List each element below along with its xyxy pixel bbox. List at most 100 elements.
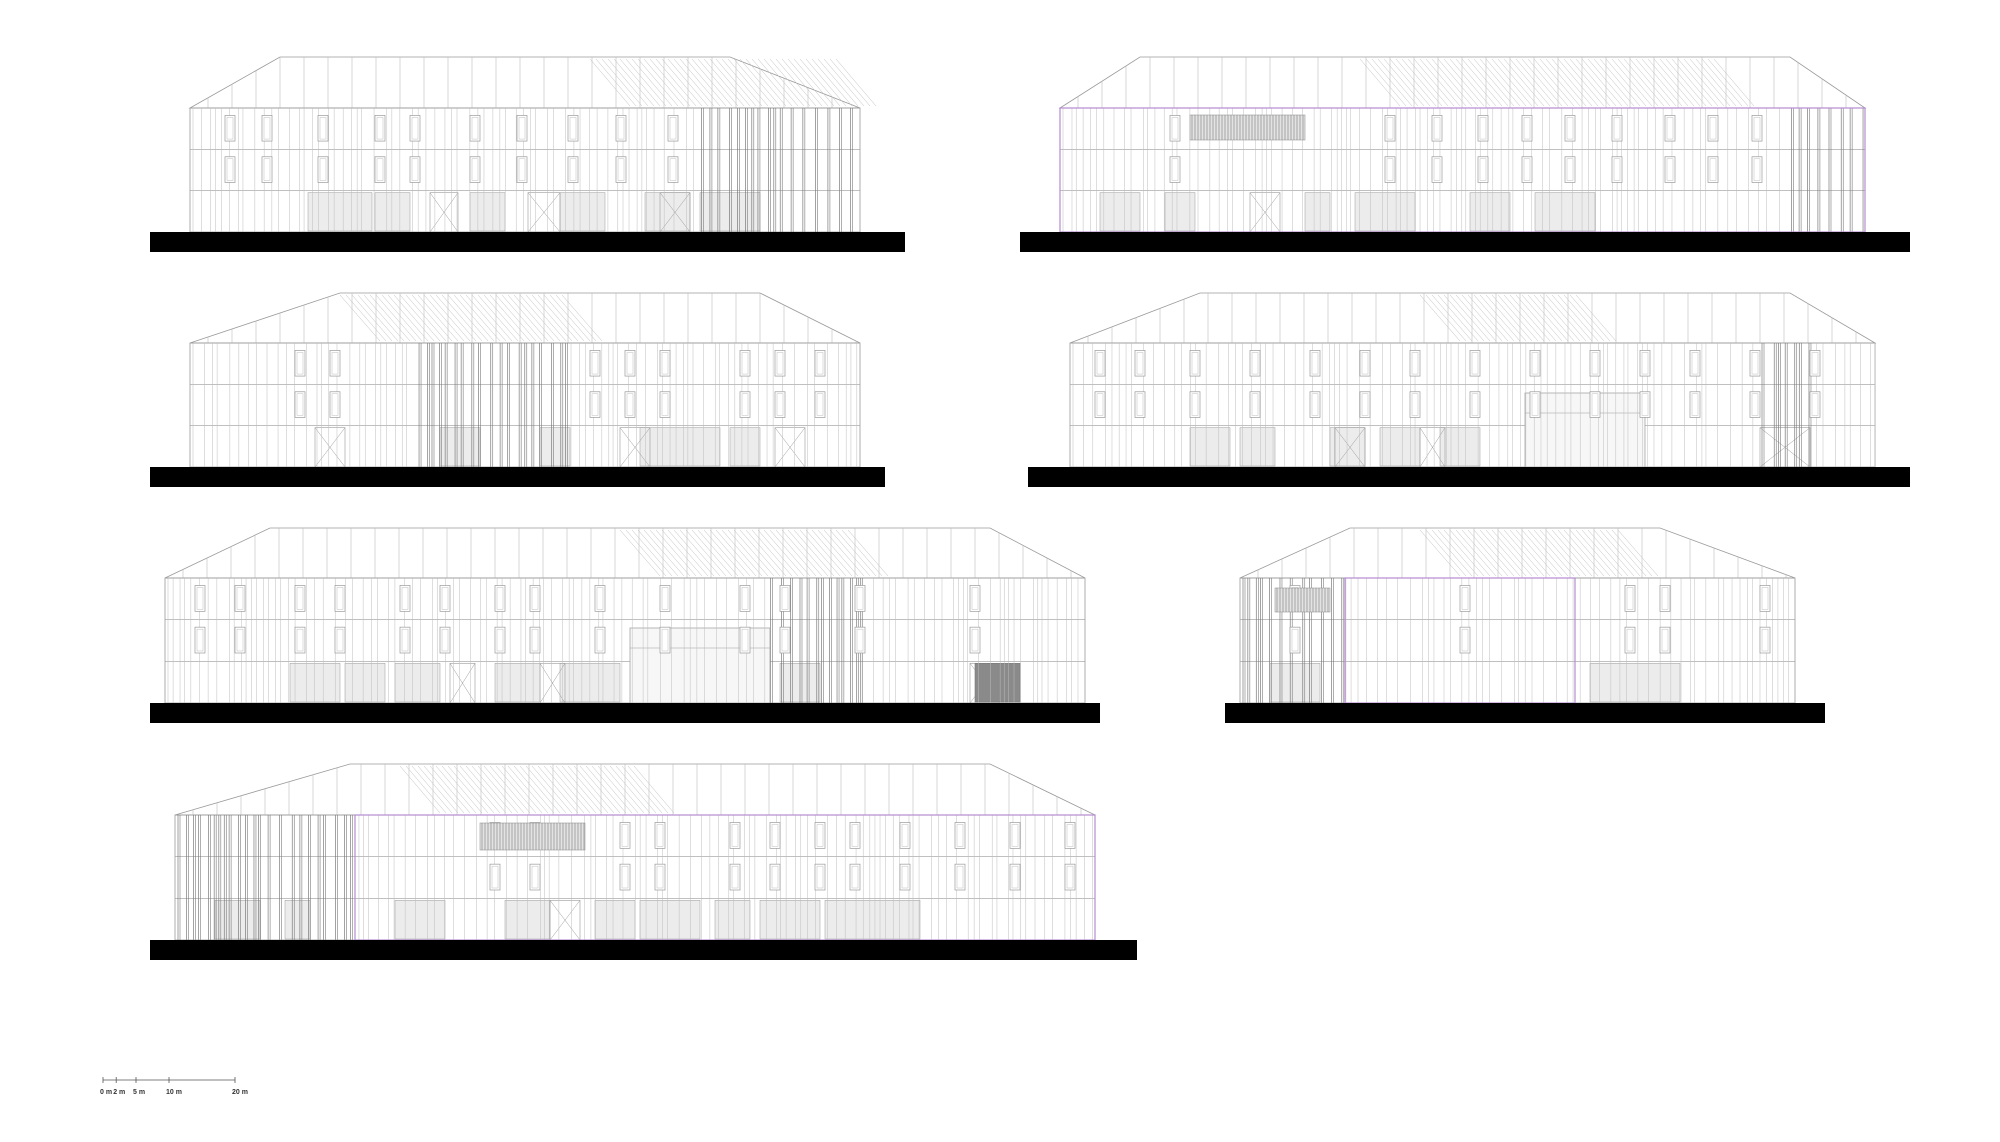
window bbox=[1169, 156, 1181, 183]
window bbox=[224, 156, 236, 183]
window bbox=[594, 626, 606, 654]
window-frame bbox=[336, 587, 344, 610]
window-frame bbox=[971, 587, 979, 610]
window-frame bbox=[1709, 117, 1717, 140]
window bbox=[774, 391, 786, 418]
window-frame bbox=[1751, 352, 1759, 375]
window-frame bbox=[781, 628, 789, 652]
window bbox=[729, 822, 741, 849]
roof-hatch-line bbox=[399, 294, 441, 342]
roof-hatch-line bbox=[679, 58, 721, 107]
roof-hatch-line bbox=[1593, 58, 1635, 107]
ground-slab bbox=[150, 467, 885, 487]
roof-hatch-line bbox=[1623, 58, 1665, 107]
roof-hatch-line bbox=[1557, 294, 1599, 342]
window-frame bbox=[901, 824, 909, 847]
roof-hatch-line bbox=[1545, 294, 1587, 342]
roof-hatch-line bbox=[805, 58, 847, 107]
roof-hatch-line bbox=[495, 294, 537, 342]
window-frame bbox=[1761, 587, 1769, 610]
window-frame bbox=[1251, 352, 1259, 375]
roof-hatch-line bbox=[381, 294, 423, 342]
roof-outline bbox=[1058, 56, 1867, 109]
roof-hatch-line bbox=[1419, 58, 1461, 107]
roof-hatch-line bbox=[643, 529, 685, 577]
roof-hatch-line bbox=[555, 294, 597, 342]
roof-hatch-line bbox=[829, 529, 871, 577]
window bbox=[439, 585, 451, 612]
roof-hatch-line bbox=[811, 529, 853, 577]
window-frame bbox=[296, 393, 304, 416]
window-frame bbox=[771, 824, 779, 847]
window-frame bbox=[1666, 117, 1674, 140]
window bbox=[567, 115, 579, 142]
window bbox=[1759, 626, 1771, 654]
ground-floor-glazing bbox=[1379, 427, 1421, 467]
roof-hatch-line bbox=[829, 58, 871, 107]
roof-hatch-line bbox=[649, 58, 691, 107]
window-frame bbox=[1531, 352, 1539, 375]
window bbox=[374, 115, 386, 142]
window bbox=[624, 350, 636, 377]
ground-floor-glazing bbox=[539, 427, 571, 467]
window bbox=[516, 156, 528, 183]
window-frame bbox=[518, 158, 526, 181]
roof-hatch-line bbox=[465, 765, 507, 814]
roof-hatch-line bbox=[1533, 58, 1575, 107]
roof-hatch-line bbox=[823, 529, 865, 577]
window-frame bbox=[196, 628, 204, 652]
roof-hatch-line bbox=[1389, 58, 1431, 107]
window-frame bbox=[331, 393, 339, 416]
roof-hatch-line bbox=[471, 294, 513, 342]
window bbox=[654, 822, 666, 849]
elevation-7 bbox=[150, 763, 1137, 960]
window-frame bbox=[661, 352, 669, 375]
roof-hatch-line bbox=[1455, 58, 1497, 107]
window-frame bbox=[1471, 352, 1479, 375]
window bbox=[1707, 156, 1719, 183]
window bbox=[1639, 350, 1651, 377]
roof-hatch-line bbox=[1371, 58, 1413, 107]
window-frame bbox=[296, 587, 304, 610]
roof-hatch-line bbox=[1431, 58, 1473, 107]
roof-hatch-line bbox=[549, 294, 591, 342]
roof-hatch-line bbox=[1557, 529, 1599, 577]
window bbox=[1659, 626, 1671, 654]
window bbox=[899, 863, 911, 891]
door-brace bbox=[1334, 427, 1366, 468]
window bbox=[317, 156, 329, 183]
roof-hatch-line bbox=[685, 529, 727, 577]
roof-hatch-line bbox=[495, 765, 537, 814]
roof-hatch-line bbox=[1713, 58, 1755, 107]
roof-hatch-line bbox=[441, 765, 483, 814]
window bbox=[1749, 350, 1761, 377]
window-frame bbox=[669, 158, 677, 181]
roof-hatch-line bbox=[1665, 58, 1707, 107]
roof-hatch-line bbox=[595, 58, 637, 107]
window-frame bbox=[263, 158, 271, 181]
window bbox=[294, 391, 306, 418]
window-frame bbox=[296, 352, 304, 375]
ground-floor-glazing bbox=[394, 663, 441, 703]
ground-floor-glazing bbox=[1099, 192, 1141, 232]
window bbox=[1094, 391, 1106, 418]
ground-floor-glazing bbox=[639, 900, 701, 940]
window-frame bbox=[1433, 158, 1441, 181]
roof-hatch-line bbox=[1491, 294, 1533, 342]
roof-hatch-line bbox=[525, 294, 567, 342]
roof-hatch-line bbox=[691, 529, 733, 577]
window-frame bbox=[856, 628, 864, 652]
window-frame bbox=[1066, 824, 1074, 847]
roof-hatch-line bbox=[513, 294, 555, 342]
window-frame bbox=[731, 824, 739, 847]
window bbox=[814, 350, 826, 377]
window-frame bbox=[816, 393, 824, 416]
roof-hatch-line bbox=[661, 529, 703, 577]
window-frame bbox=[1011, 824, 1019, 847]
roof-hatch-line bbox=[625, 529, 667, 577]
roof-hatch-line bbox=[1437, 529, 1479, 577]
roof-hatch-line bbox=[745, 58, 787, 107]
window bbox=[567, 156, 579, 183]
roof-hatch-line bbox=[459, 765, 501, 814]
roof-hatch-line bbox=[1599, 58, 1641, 107]
